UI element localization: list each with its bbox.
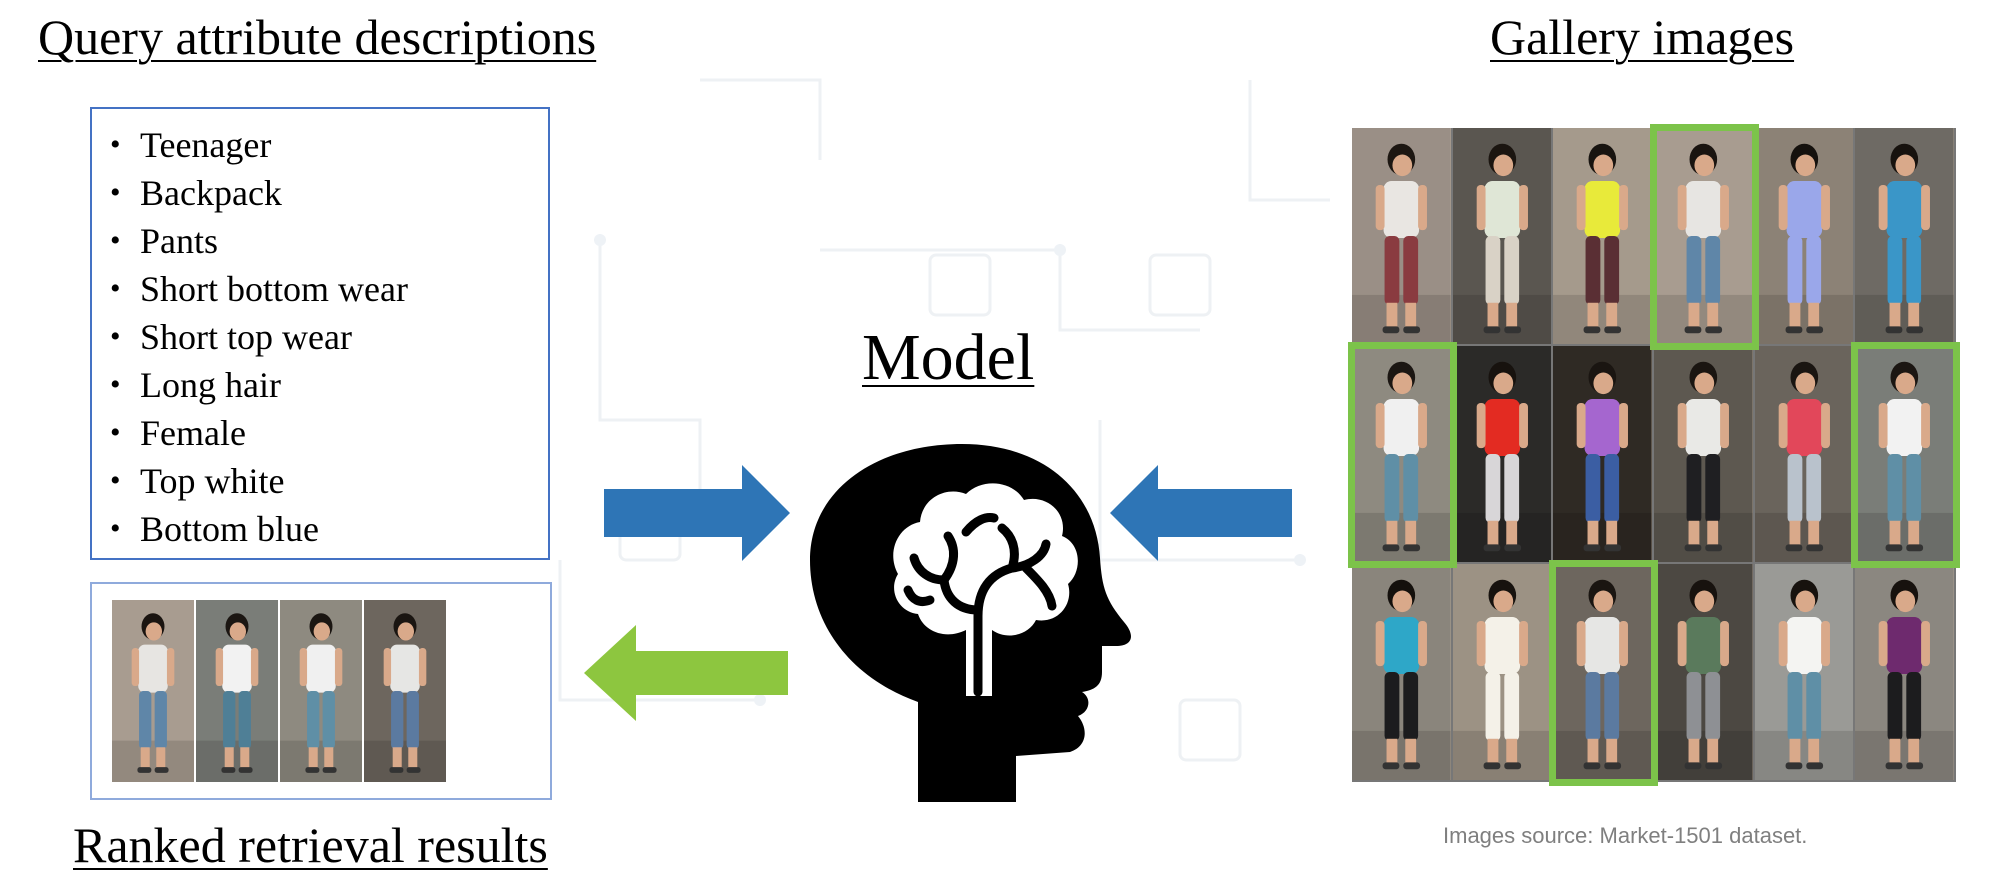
arrow-left-green-shape: [584, 625, 788, 721]
ranked-results-box: [90, 582, 552, 800]
gallery-image: [1754, 128, 1854, 344]
ranked-result-image: [196, 600, 278, 782]
attribute-item: Short bottom wear: [92, 265, 548, 313]
gallery-image: [1352, 564, 1451, 780]
gallery-image: [1654, 564, 1753, 780]
attribute-item: Short top wear: [92, 313, 548, 361]
gallery-image: [1553, 564, 1652, 780]
attribute-item: Backpack: [92, 169, 548, 217]
gallery-image: [1754, 564, 1854, 780]
attribute-item: Long hair: [92, 361, 548, 409]
ranked-results-title: Ranked retrieval results: [73, 817, 548, 873]
attribute-item: Teenager: [92, 121, 548, 169]
gallery-image: [1855, 346, 1954, 562]
ranked-result-image: [280, 600, 362, 782]
gallery-image: [1553, 346, 1652, 562]
attribute-list: Teenager Backpack Pants Short bottom wea…: [92, 109, 548, 553]
attribute-item: Female: [92, 409, 548, 457]
gallery-images-title: Gallery images: [1490, 9, 1795, 65]
gallery-image: [1452, 564, 1552, 780]
gallery-image: [1754, 346, 1854, 562]
gallery-image: [1452, 128, 1552, 344]
gallery-image: [1855, 128, 1954, 344]
gallery-image: [1654, 346, 1753, 562]
query-attributes-title: Query attribute descriptions: [38, 9, 597, 65]
arrow-left-from-gallery-icon: [1110, 465, 1292, 561]
gallery-grid: [1348, 124, 1960, 786]
gallery-image: [1352, 128, 1451, 344]
attribute-item: Top white: [92, 457, 548, 505]
gallery-image: [1352, 346, 1451, 562]
model-title: Model: [862, 321, 1035, 394]
arrow-left-to-results-icon: [584, 625, 788, 721]
attribute-item: Pants: [92, 217, 548, 265]
arrow-right-to-model-icon: [604, 465, 790, 561]
gallery-image: [1855, 564, 1954, 780]
gallery-image: [1452, 346, 1552, 562]
attribute-item: Bottom blue: [92, 505, 548, 553]
arrow-left-shape: [1110, 465, 1292, 561]
ranked-result-image: [112, 600, 194, 782]
gallery-image: [1553, 128, 1652, 344]
image-source-note: Images source: Market-1501 dataset.: [1443, 823, 1808, 848]
ranked-result-image: [364, 600, 446, 782]
head-brain-icon: [810, 444, 1131, 802]
gallery-image: [1654, 128, 1753, 344]
attribute-list-box: Teenager Backpack Pants Short bottom wea…: [90, 107, 550, 560]
arrow-right-shape: [604, 465, 790, 561]
